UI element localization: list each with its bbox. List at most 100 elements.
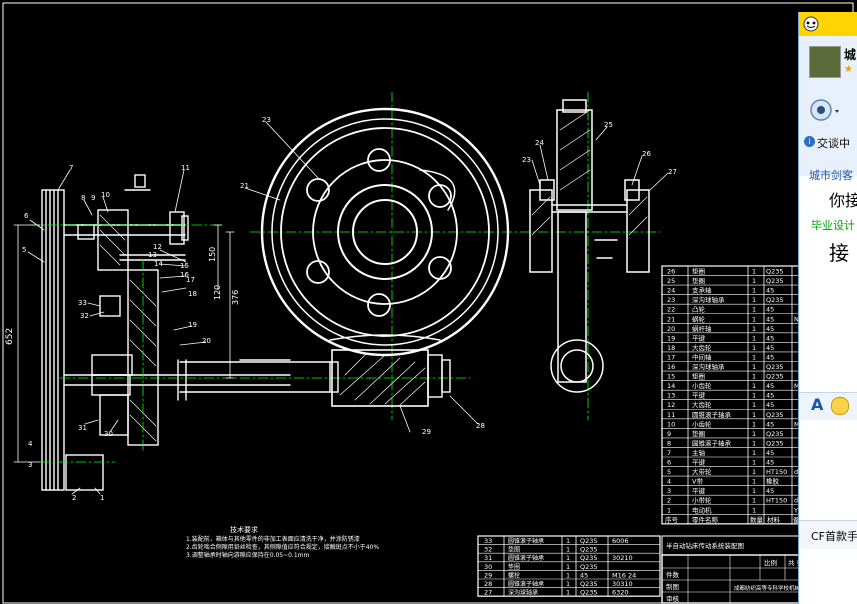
bottom-row-no: 33 — [484, 537, 492, 545]
bottom-row-material: Q235 — [580, 546, 598, 554]
part-label-11: 11 — [181, 164, 190, 172]
parts-row-name: 大齿轮 — [692, 343, 712, 352]
parts-row-material: 45 — [766, 325, 774, 333]
parts-row-no: 25 — [667, 277, 675, 285]
input-toolbar: A — [799, 392, 857, 422]
parts-row-material: 45 — [766, 401, 774, 409]
cam-hatching — [531, 109, 648, 236]
contact-link[interactable]: 城市剑客 — [809, 169, 853, 182]
emoticon-icon[interactable] — [831, 397, 849, 415]
part-label-5: 5 — [22, 246, 26, 254]
parts-row-qty: 1 — [752, 287, 756, 295]
parts-row-name: 深沟球轴承 — [692, 295, 725, 304]
parts-header-qty: 数量 — [750, 515, 764, 524]
right-bearing-block — [626, 189, 650, 273]
avatar[interactable] — [809, 46, 841, 78]
parts-row-material: Q235 — [766, 373, 784, 381]
parts-row-no: 18 — [667, 344, 675, 352]
part-label-3: 3 — [28, 461, 32, 469]
parts-row-no: 13 — [667, 392, 675, 400]
bottom-row-qty: 1 — [566, 571, 570, 579]
parts-row-qty: 1 — [752, 315, 756, 323]
part-label-20: 20 — [202, 337, 211, 345]
worm-wheel-view — [179, 107, 510, 407]
parts-row-name: 小齿轮 — [692, 419, 712, 428]
bottom-row-name: 圆锥滚子轴承 — [508, 580, 544, 588]
parts-row-no: 6 — [667, 459, 671, 467]
chat-status-label: 交谈中 — [817, 137, 850, 150]
parts-row-qty: 1 — [752, 306, 756, 314]
part-label-2: 2 — [72, 494, 76, 502]
parts-row-material: 45 — [766, 334, 774, 342]
part-label-14: 14 — [154, 260, 163, 268]
chat-message-1: 你接 — [829, 191, 857, 210]
part-number-labels: 6 5 7 8 9 10 11 12 13 14 15 16 17 18 19 … — [22, 116, 677, 502]
parts-table-frame — [661, 265, 811, 525]
parts-row-name: 蜗杆轴 — [692, 324, 712, 333]
parts-row-no: 20 — [667, 325, 675, 333]
parts-row-name: 平键 — [692, 333, 706, 342]
bottom-row-material: Q235 — [580, 563, 598, 571]
parts-row-qty: 1 — [752, 296, 756, 304]
drawn-by-label: 制图 — [666, 582, 679, 591]
bottom-row-qty: 1 — [566, 546, 570, 554]
parts-row-qty: 1 — [752, 459, 756, 467]
parts-row-qty: 1 — [752, 478, 756, 486]
parts-row-qty: 1 — [752, 334, 756, 342]
bottom-row-code: 30210 — [612, 554, 633, 562]
parts-row-qty: 1 — [752, 325, 756, 333]
drawing-title: 半自动钻床传动系统装配图 — [666, 541, 744, 550]
checked-by-label: 审核 — [666, 594, 680, 603]
im-title-bar[interactable] — [799, 12, 857, 36]
ad-bar[interactable]: CF首款手 — [799, 520, 857, 549]
parts-row-no: 22 — [667, 306, 675, 314]
ad-text[interactable]: CF首款手 — [811, 530, 857, 543]
part-label-23-left: 23 — [262, 116, 271, 124]
technical-requirements: 技术要求 1.装配前，箱体与其他零件的非加工表面应清洗干净，并涂防锈漆 2.齿轮… — [186, 525, 379, 559]
parts-row-material: 橡胶 — [766, 477, 780, 486]
parts-row-name: 平键 — [692, 486, 706, 495]
part-label-30: 30 — [104, 430, 113, 438]
parts-row-no: 23 — [667, 296, 675, 304]
parts-row-qty: 1 — [752, 420, 756, 428]
tech-req-line-1: 1.装配前，箱体与其他零件的非加工表面应清洗干净，并涂防锈漆 — [186, 535, 360, 543]
worm-hatching — [339, 354, 426, 406]
title-block: 半自动钻床传动系统装配图比例共 张件数制图审核成都纺织高等专科学校机械大二班 — [661, 535, 817, 604]
bottom-row-qty: 1 — [566, 563, 570, 571]
parts-row-qty: 1 — [752, 353, 756, 361]
message-input[interactable] — [799, 420, 857, 520]
parts-row-qty: 1 — [752, 382, 756, 390]
bottom-row-no: 31 — [484, 554, 492, 562]
webcam-icon[interactable] — [809, 98, 839, 124]
parts-row-name: 大齿轮 — [692, 400, 712, 409]
tech-req-line-2: 2.齿轮啮合侧隙用铅丝检查，其侧隙值应符合规定，接触斑点不小于40% — [186, 543, 379, 551]
parts-row-name: 深沟球轴承 — [692, 362, 725, 371]
part-label-7: 7 — [69, 164, 73, 172]
parts-row-qty: 1 — [752, 468, 756, 476]
font-button[interactable]: A — [811, 395, 824, 414]
bottom-row-name: 垫圈 — [508, 546, 520, 554]
parts-row-material: 45 — [766, 315, 774, 323]
part-label-17: 17 — [186, 276, 195, 284]
parts-row-no: 12 — [667, 401, 675, 409]
bottom-row-code: M16 24 — [612, 571, 636, 579]
parts-row-name: 平键 — [692, 458, 706, 467]
im-chat-window[interactable]: 城 ★ i 交谈中 城市剑客 你接 毕业设计 接 A CF首款手 — [798, 12, 857, 604]
parts-row-name: 蜗轮 — [692, 314, 706, 323]
parts-row-material: Q235 — [766, 430, 784, 438]
part-label-25: 25 — [604, 121, 613, 129]
parts-row-qty: 1 — [752, 411, 756, 419]
parts-row-material: 45 — [766, 382, 774, 390]
bottom-row-name: 垫圈 — [508, 563, 520, 571]
parts-row-material: Q235 — [766, 411, 784, 419]
parts-row-no: 26 — [667, 268, 675, 276]
scale-label: 比例 — [764, 558, 777, 567]
part-label-15: 15 — [180, 262, 189, 270]
bottom-row-material: Q235 — [580, 589, 598, 597]
parts-row-no: 2 — [667, 497, 671, 505]
parts-row-name: 垫圈 — [692, 372, 705, 381]
